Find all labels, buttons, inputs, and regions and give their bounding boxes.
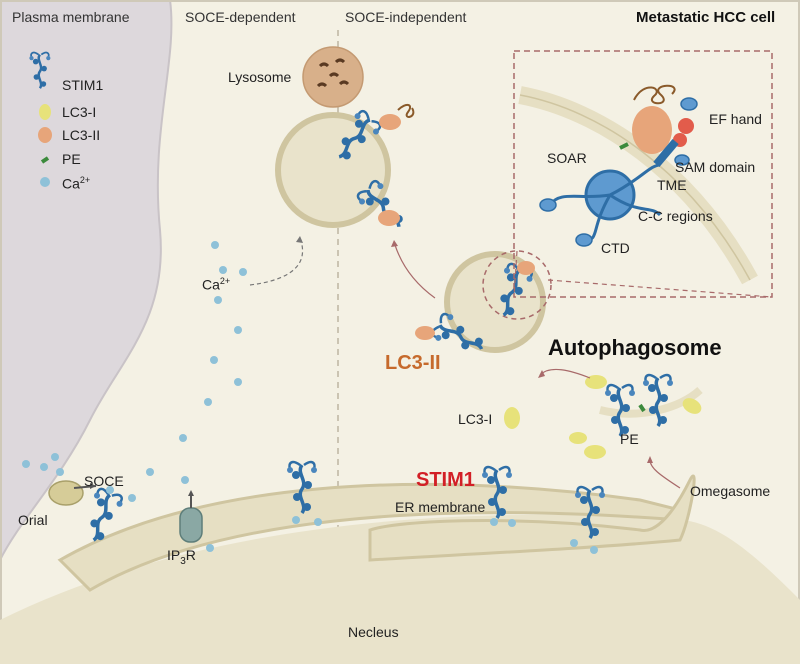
inset-lc3 — [632, 106, 672, 154]
soce-label: SOCE — [84, 473, 124, 489]
lysosome-label: Lysosome — [228, 69, 292, 85]
legend-pe-label: PE — [62, 151, 81, 167]
soce-independent-label: SOCE-independent — [345, 9, 467, 25]
cc-regions-label: C-C regions — [638, 208, 713, 224]
stim1-title: STIM1 — [416, 469, 475, 491]
legend-lc3-i-icon — [39, 104, 51, 120]
autophagosome-label: Autophagosome — [548, 335, 722, 360]
ip3r-channel — [179, 507, 203, 543]
legend-lc3-ii-label: LC3-II — [62, 127, 101, 143]
legend-stim1-label: STIM1 — [62, 77, 104, 93]
er-membrane-label: ER membrane — [395, 499, 486, 515]
orial-label: Orial — [18, 512, 48, 528]
zoom-circle — [482, 250, 552, 320]
autophagosome-main — [444, 251, 546, 353]
lc3-i-label: LC3-I — [458, 411, 493, 427]
soce-dependent-label: SOCE-dependent — [185, 9, 296, 25]
soar-label: SOAR — [547, 150, 587, 166]
lc3-i-icon — [504, 407, 520, 429]
omegasome-label: Omegasome — [690, 483, 771, 499]
ef-hand-label: EF hand — [709, 111, 762, 127]
pe-label: PE — [620, 431, 639, 447]
ctd-label: CTD — [601, 240, 630, 256]
nucleus — [0, 514, 800, 664]
legend-lc3-i-label: LC3-I — [62, 104, 97, 120]
lc3-ii-label: LC3-II — [385, 352, 441, 374]
ip3r-label: IP3R — [167, 547, 196, 567]
autophagosome-upper — [275, 112, 391, 228]
lysosome — [302, 46, 364, 108]
inset-box — [513, 50, 773, 298]
tme-label: TME — [657, 177, 687, 193]
legend-pe-icon — [40, 156, 50, 164]
orial-channel — [48, 480, 84, 506]
legend-ca-icon — [40, 177, 50, 187]
legend-ca-label: Ca2+ — [62, 175, 91, 192]
calcium-label: Ca2+ — [202, 276, 231, 293]
cell-title: Metastatic HCC cell — [636, 9, 776, 26]
legend-lc3-ii-icon — [38, 127, 52, 143]
plasma-membrane-label: Plasma membrane — [12, 9, 130, 25]
nucleus-label: Necleus — [348, 624, 399, 640]
sam-domain-label: SAM domain — [675, 159, 756, 175]
